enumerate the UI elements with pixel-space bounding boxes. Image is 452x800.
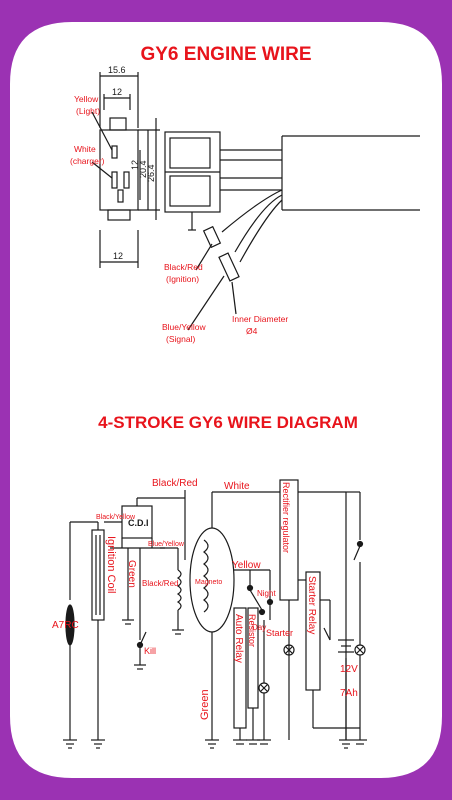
dim-20-4: 20.4 [138,160,148,178]
label-inner-diameter: Inner Diameter [232,314,288,324]
label-cdi: C.D.I [128,518,149,528]
ground-coil [91,739,105,749]
label-black-red: Black/Red [164,262,203,272]
label-day: Day [252,623,266,632]
connector-base [107,209,131,221]
dim-12-top: 12 [112,87,122,97]
label-white-wire: White [224,481,250,492]
bottom-title: 4-STROKE GY6 WIRE DIAGRAM [98,413,358,432]
label-signal: (Signal) [166,334,195,344]
dim-12-bottom: 12 [113,251,123,261]
terminal-black-red [202,225,222,249]
pin-right-1 [123,171,130,189]
harness-sleeve [281,135,420,211]
label-yellow: Yellow [74,94,99,104]
label-ignition-coil: Ignition Coil [105,536,117,593]
ground-pickup [172,629,184,635]
label-resistor: Resistor [247,614,257,647]
label-light: (Light) [76,106,100,116]
label-black-yellow: Black/Yellow [96,514,136,521]
label-blue-yellow-wire: Blue/Yellow [148,541,185,548]
ignition-coil [91,529,105,621]
dim-26-4: 26.4 [146,164,156,182]
pickup-coil [176,569,182,611]
ground-green [122,619,134,625]
label-black-red-mid: Black/Red [142,579,178,588]
switch-contact-1 [246,584,254,592]
ground-battery [339,739,353,749]
starter-motor [283,644,295,656]
switch-contact-2 [266,598,274,606]
dim-15-6: 15.6 [108,65,126,75]
terminal-blue-yellow [218,252,240,282]
label-ignition: (Ignition) [166,274,199,284]
label-green-vertical: Green [126,560,137,588]
label-blue-yellow: Blue/Yellow [162,322,206,332]
label-kill: Kill [144,646,156,656]
right-switch-contact [356,540,364,548]
label-a7rc: A7RC [52,620,79,631]
ground-magneto [205,739,219,749]
connector-side-inner [169,137,211,169]
ground-auto-relay [233,739,247,745]
ground-spark [63,739,77,749]
switch-contact-3 [258,608,266,616]
label-12v: 12V [340,664,358,675]
ground-lamp [257,739,271,745]
label-green-bottom: Green [199,689,211,720]
connector-slot [109,117,127,131]
label-rectifier: Rectifier regulator [281,482,291,553]
connector-side-lower [169,175,211,207]
label-black-red-top: Black/Red [152,478,198,489]
ground-kill [134,664,146,670]
label-magneto: Magneto [195,579,222,586]
dim-12-right: 12 [130,160,140,170]
ground-right [353,739,367,745]
label-white: White [74,144,96,154]
pin-yellow [111,145,118,159]
label-charger: (charger) [70,156,105,166]
label-7ah: 7Ah [340,688,358,699]
label-yellow-wire: Yellow [232,560,261,571]
top-title: GY6 ENGINE WIRE [140,44,311,65]
label-starter: Starter [266,628,293,638]
pin-white [111,171,118,189]
pin-lower [117,189,124,203]
label-night: Night [257,589,276,598]
label-auto-relay: Auto Relay [233,614,244,663]
label-starter-relay: Starter Relay [306,576,317,634]
label-inner-value: Ø4 [246,326,258,336]
